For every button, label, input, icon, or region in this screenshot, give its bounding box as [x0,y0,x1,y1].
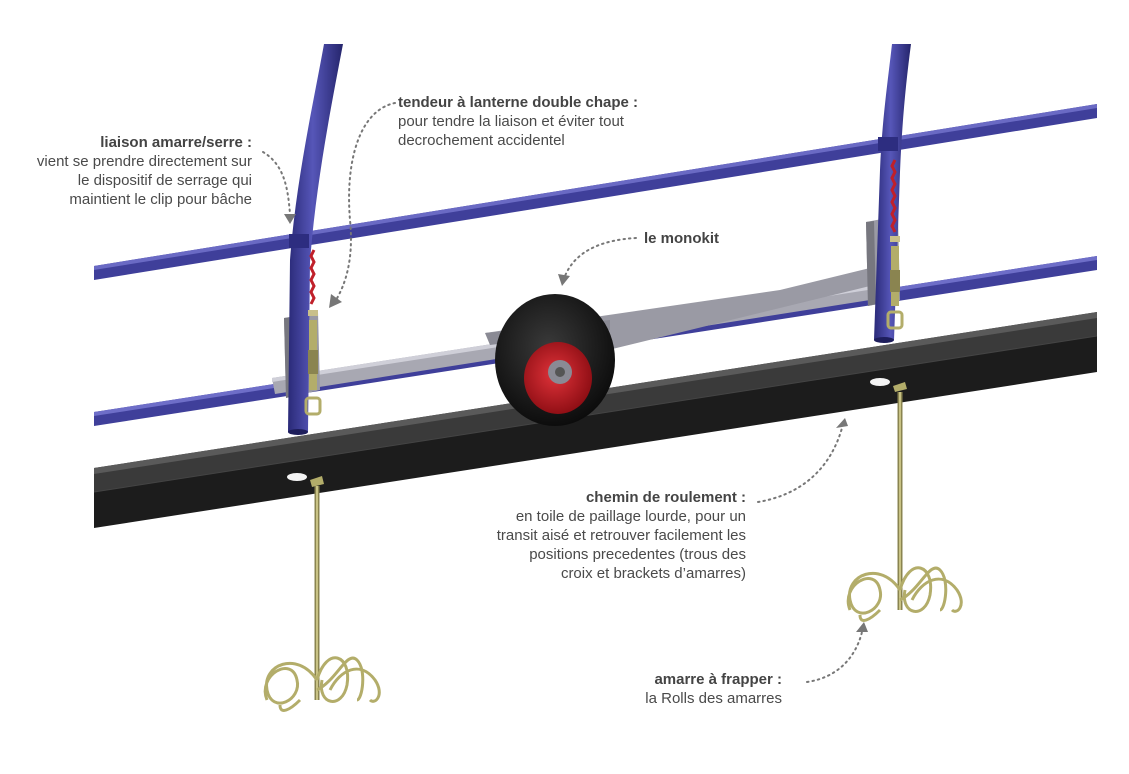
callout-liaison-title: liaison amarre/serre : [100,134,252,151]
leader-arrowheads [284,214,868,632]
callout-tendeur: tendeur à lanterne double chape : pour t… [398,93,688,150]
clamp-collars [289,137,898,248]
callout-chemin-title: chemin de roulement : [585,489,746,506]
turnbuckle-left [304,249,322,416]
leader-lines [262,102,863,683]
callout-tendeur-title: tendeur à lanterne double chape : [398,94,639,111]
ground-anchor-right [846,392,963,622]
callout-amarre-text: la Rolls des amarres [645,690,782,707]
callout-liaison-text: vient se prendre directement sur le disp… [36,153,252,208]
callout-liaison: liaison amarre/serre : vient se prendre … [4,133,252,209]
callout-chemin-text: en toile de paillage lourde, pour un tra… [496,508,746,582]
callout-amarre-title: amarre à frapper : [654,671,782,688]
callout-amarre: amarre à frapper : la Rolls des amarres [600,670,782,708]
monokit-wheel [495,294,615,426]
turnbuckle-right [886,159,904,330]
callout-tendeur-text: pour tendre la liaison et éviter tout de… [398,113,624,149]
track-hole-right [870,378,890,386]
callout-chemin: chemin de roulement : en toile de pailla… [440,488,746,583]
upper-purlin [94,104,1097,280]
callout-monokit: le monokit [644,229,784,248]
track-hole-left [287,473,307,481]
greenhouse-arch-left [288,44,343,435]
callout-monokit-title: le monokit [644,230,720,247]
ground-anchor-left [263,486,381,712]
